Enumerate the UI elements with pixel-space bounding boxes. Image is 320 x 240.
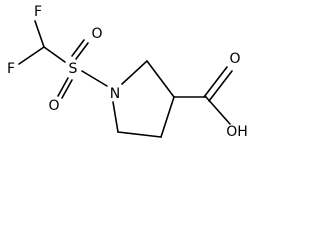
atom-fluorine-top: F	[34, 4, 42, 20]
bond-layer	[18, 20, 233, 138]
atom-nitrogen: N	[110, 86, 120, 102]
atom-sulfur: S	[69, 61, 78, 77]
bond-c-o-double-b	[208, 70, 233, 102]
atom-oxygen-sulfonyl-bottom: O	[48, 98, 59, 114]
bond-c-s	[43, 46, 66, 63]
bond-c5-n	[112, 101, 119, 133]
bond-c-f-top	[34, 20, 45, 48]
bond-c-oh	[205, 96, 231, 125]
bond-s-o-top-a	[71, 39, 85, 57]
atom-labels: F F S O O N O OH	[7, 4, 248, 140]
bond-s-o-bottom-a	[57, 77, 69, 97]
bond-s-n	[81, 70, 108, 87]
bond-s-o-top-b	[75, 42, 89, 60]
bond-n-c2	[121, 60, 148, 85]
bond-c-o-double-a	[203, 66, 228, 98]
bond-c2-c3	[146, 60, 175, 98]
bond-s-o-bottom-b	[61, 79, 73, 99]
chemical-structure: F F S O O N O OH	[7, 4, 248, 140]
bond-c3-c4	[160, 96, 175, 138]
atom-fluorine-left: F	[7, 61, 15, 77]
atom-oxygen-sulfonyl-top: O	[91, 26, 102, 42]
atom-hydroxyl: OH	[226, 124, 248, 140]
bond-c4-c5	[117, 131, 162, 138]
bond-c-f-left	[18, 46, 45, 65]
atom-oxygen-carbonyl: O	[229, 51, 240, 67]
